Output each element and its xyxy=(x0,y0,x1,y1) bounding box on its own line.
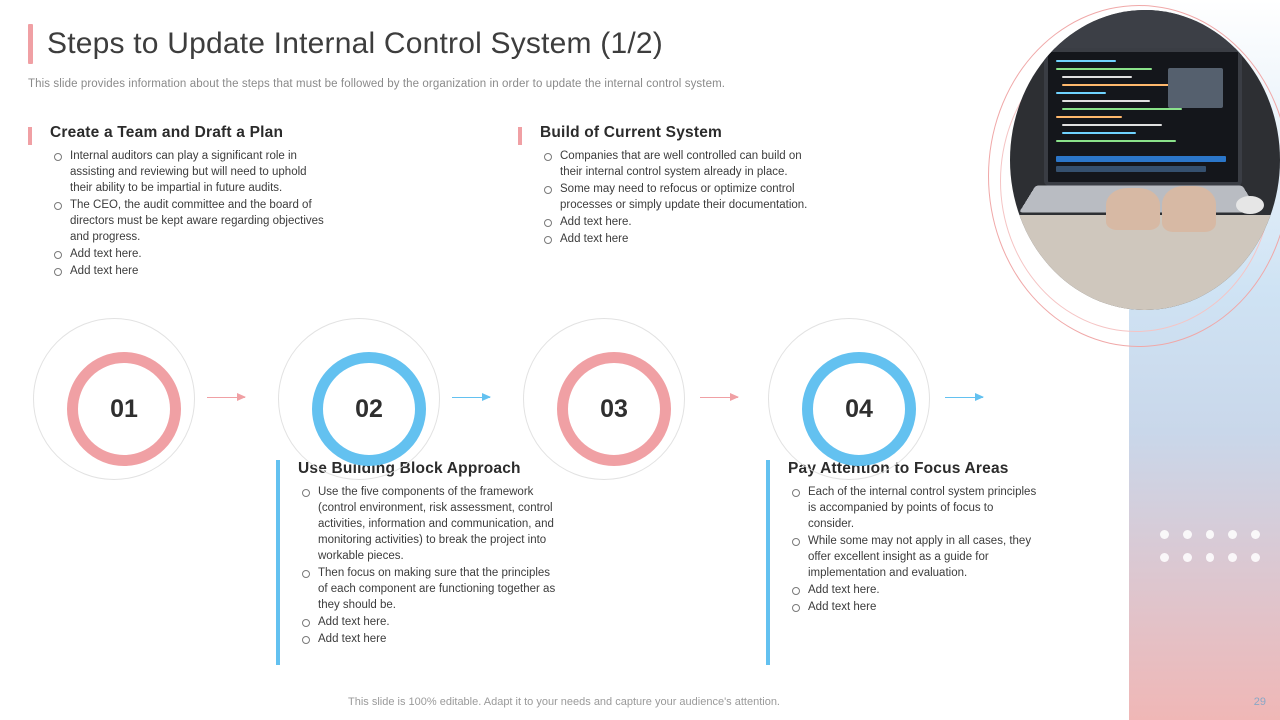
wall-background xyxy=(1010,10,1280,50)
right-hand xyxy=(1162,186,1216,232)
step-4-circle[interactable]: 04 xyxy=(802,352,916,466)
step-4-bullets: Each of the internal control system prin… xyxy=(766,484,1041,615)
step-2-number: 02 xyxy=(355,394,383,423)
list-item: Each of the internal control system prin… xyxy=(792,484,1041,532)
list-item: Then focus on making sure that the princ… xyxy=(302,565,556,613)
list-item: Add text here xyxy=(54,263,328,279)
step-2-side-bar xyxy=(276,460,280,665)
list-item: Companies that are well controlled can b… xyxy=(544,148,818,180)
title-accent-bar xyxy=(28,24,33,64)
step-3-bullets: Companies that are well controlled can b… xyxy=(518,148,818,247)
list-item: The CEO, the audit committee and the boa… xyxy=(54,197,328,245)
step-3-outline-circle xyxy=(523,318,685,480)
laptop-screen xyxy=(1044,48,1242,186)
list-item: Add text here xyxy=(302,631,556,647)
list-item: Add text here xyxy=(544,231,818,247)
footer-note: This slide is 100% editable. Adapt it to… xyxy=(348,696,780,708)
step-3-circle[interactable]: 03 xyxy=(557,352,671,466)
decorative-dots xyxy=(1160,530,1260,576)
step-1-number: 01 xyxy=(110,394,138,423)
photo-background xyxy=(1010,10,1280,310)
arrow-1-to-2 xyxy=(207,393,246,401)
step-1-circle[interactable]: 01 xyxy=(67,352,181,466)
page-title: Steps to Update Internal Control System … xyxy=(28,24,663,64)
step-1-outline-circle xyxy=(33,318,195,480)
list-item: Internal auditors can play a significant… xyxy=(54,148,328,196)
list-item: Add text here. xyxy=(544,214,818,230)
laptop-photo xyxy=(1010,10,1280,310)
list-item: While some may not apply in all cases, t… xyxy=(792,533,1041,581)
step-2-circle[interactable]: 02 xyxy=(312,352,426,466)
step-3-number: 03 xyxy=(600,394,628,423)
page-subtitle: This slide provides information about th… xyxy=(28,78,726,90)
step-block-4: Pay Attention to Focus Areas Each of the… xyxy=(766,460,1041,616)
step-4-outline-circle xyxy=(768,318,930,480)
list-item: Add text here. xyxy=(302,614,556,630)
list-item: Some may need to refocus or optimize con… xyxy=(544,181,818,213)
step-4-side-bar xyxy=(766,460,770,665)
arrow-2-to-3 xyxy=(452,393,491,401)
step-block-2: Use Building Block Approach Use the five… xyxy=(276,460,556,648)
list-item: Add text here. xyxy=(792,582,1041,598)
decorative-ring-outer xyxy=(988,5,1280,347)
step-4-number: 04 xyxy=(845,394,873,423)
title-text: Steps to Update Internal Control System … xyxy=(47,27,663,60)
desk-surface xyxy=(1010,215,1280,310)
arrow-3-to-4 xyxy=(700,393,739,401)
step-1-bullets: Internal auditors can play a significant… xyxy=(28,148,328,279)
list-item: Use the five components of the framework… xyxy=(302,484,556,564)
left-hand xyxy=(1106,188,1160,230)
step-2-outline-circle xyxy=(278,318,440,480)
step-block-1: Create a Team and Draft a Plan Internal … xyxy=(28,124,328,280)
mouse xyxy=(1236,196,1264,214)
page-number: 29 xyxy=(1253,696,1266,708)
step-2-bullets: Use the five components of the framework… xyxy=(276,484,556,647)
list-item: Add text here. xyxy=(54,246,328,262)
step-1-accent-bar xyxy=(28,127,32,145)
step-1-heading: Create a Team and Draft a Plan xyxy=(50,124,284,141)
step-3-heading: Build of Current System xyxy=(540,124,723,141)
arrow-4-end xyxy=(945,393,984,401)
list-item: Add text here xyxy=(792,599,1041,615)
step-block-3: Build of Current System Companies that a… xyxy=(518,124,818,248)
step-3-accent-bar xyxy=(518,127,522,145)
